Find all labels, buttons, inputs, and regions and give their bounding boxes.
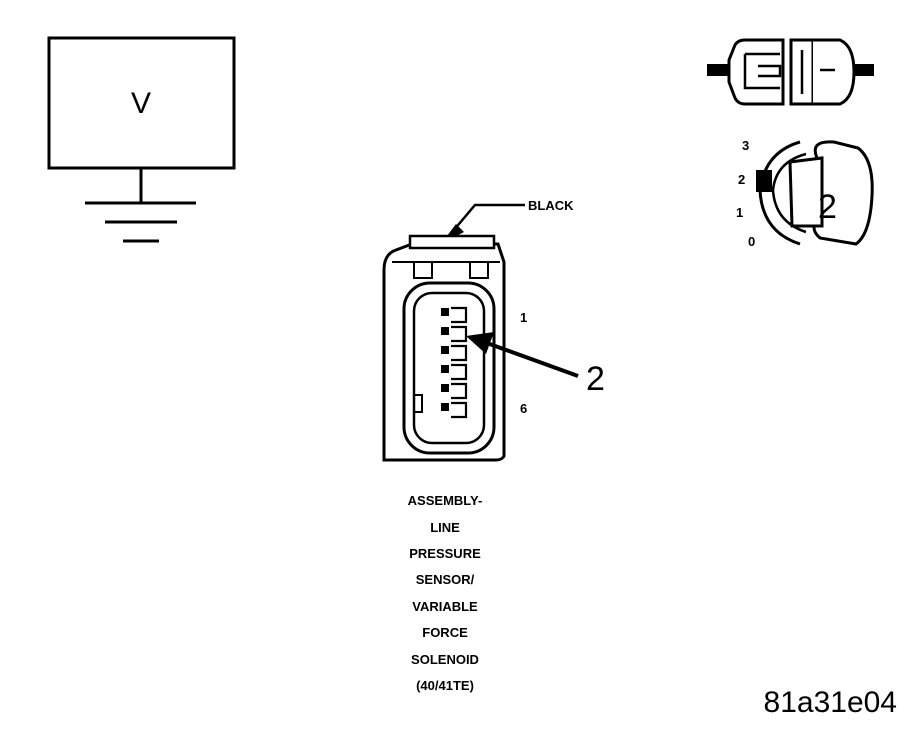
dial-position-2: 2 xyxy=(738,172,745,187)
caption-line: VARIABLE xyxy=(412,599,478,614)
caption-line: (40/41TE) xyxy=(416,678,474,693)
probe-icon xyxy=(707,38,874,106)
dial-position-1: 1 xyxy=(736,205,743,220)
connector-caption: ASSEMBLY- LINE PRESSURE SENSOR/ VARIABLE… xyxy=(408,493,483,693)
selector-dial-icon: 3 2 1 0 2 xyxy=(736,138,874,249)
caption-line: FORCE xyxy=(422,625,468,640)
caption-line: LINE xyxy=(430,520,460,535)
figure-id: 81a31e04 xyxy=(764,686,897,719)
pin-label-first: 1 xyxy=(520,310,527,325)
connector-illustration: BLACK 1 6 2 xyxy=(382,198,605,462)
pin-label-last: 6 xyxy=(520,401,527,416)
dial-position-3: 3 xyxy=(742,138,749,153)
dial-setting: 2 xyxy=(818,188,837,226)
dial-position-0: 0 xyxy=(748,234,755,249)
connector-color-label: BLACK xyxy=(528,198,574,213)
caption-line: SOLENOID xyxy=(411,652,479,667)
caption-line: ASSEMBLY- xyxy=(408,493,483,508)
ground-icon xyxy=(85,201,196,243)
connector-pins xyxy=(441,306,468,419)
caption-line: SENSOR/ xyxy=(416,572,475,587)
meter-label: V xyxy=(131,87,151,120)
voltmeter-symbol: V xyxy=(47,36,236,243)
pin-callout-number: 2 xyxy=(586,360,605,398)
caption-line: PRESSURE xyxy=(409,546,481,561)
